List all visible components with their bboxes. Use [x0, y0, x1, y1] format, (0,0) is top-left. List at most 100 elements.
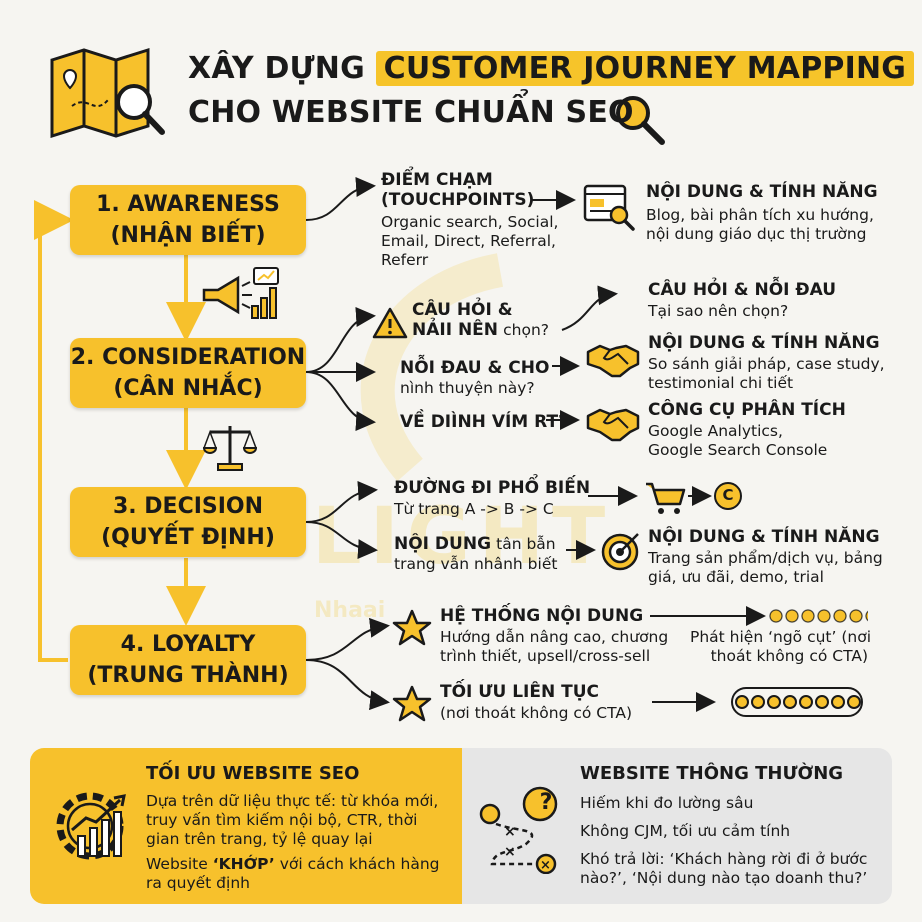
seo-heading: TỐI ƯU WEBSITE SEO [146, 763, 360, 784]
continuous-optimization-heading: TỐI ƯU LIÊN TỤC [440, 682, 600, 702]
consideration-content-text-2: testimonial chi tiết [648, 374, 794, 392]
analytics-tools-text-2: Google Search Console [648, 441, 828, 459]
question-heading-1: CÂU HỎI & [412, 300, 513, 320]
stage-consideration-sub: (CÂN NHẮC) [113, 376, 263, 401]
normal-text-3: Khó trả lời: ‘Khách hàng rời đi ở bước n… [580, 850, 867, 888]
content-system-text: Hướng dẫn nâng cao, chương trình thiết, … [440, 628, 668, 666]
svg-text:×: × [504, 824, 516, 840]
seo-text-4c: với cách khách hàng [274, 855, 440, 873]
title-highlight: CUSTOMER JOURNEY MAPPING [375, 51, 915, 86]
stage-decision-name: 3. DECISION [112, 494, 264, 519]
touchpoints-heading-2: (TOUCHPOINTS) [381, 190, 535, 210]
awareness-content-text-1: Blog, bài phân tích xu hướng, [646, 206, 874, 224]
question-mark-icon: ? [539, 790, 553, 815]
seo-text-4: Website ‘KHỚP’ với cách khách hàng [146, 855, 439, 874]
handshake-icon [586, 344, 640, 378]
map-search-icon [50, 47, 165, 138]
stage-decision: 3. DECISION (QUYẾT ĐỊNH) [70, 487, 306, 557]
svg-text:×: × [504, 844, 516, 860]
target-icon [601, 533, 639, 571]
seo-text: Dựa trên dữ liệu thực tế: từ khóa mới, t… [146, 792, 439, 893]
touchpoints-heading: ĐIỂM CHẠM (TOUCHPOINTS) [381, 170, 534, 210]
star-icon-2 [392, 685, 432, 722]
seo-text-3: gian trên trang, tỷ lệ quay lại [146, 830, 373, 848]
loop-dots-icon [731, 687, 863, 717]
watermark-swirl [360, 253, 504, 482]
gear-chart-icon [56, 792, 126, 860]
pain-heading: NỖI ĐAU & CHO [400, 358, 550, 378]
common-path-heading: ĐƯỜNG ĐI PHỔ BIẾN [394, 478, 591, 498]
touchpoints-text-2: Email, Direct, Referral, [381, 232, 556, 250]
stage-consideration: 2. CONSIDERATION (CÂN NHẮC) [70, 338, 306, 408]
awareness-content-heading: NỘI DUNG & TÍNH NĂNG [646, 182, 878, 202]
touchpoints-heading-1: ĐIỂM CHẠM [381, 170, 493, 190]
awareness-content-text-2: nội dung giáo dục thị trường [646, 225, 867, 243]
stage-consideration-name: 2. CONSIDERATION [70, 345, 306, 370]
analytics-tools-text: Google Analytics, Google Search Console [648, 422, 827, 460]
seo-text-5: ra quyết định [146, 874, 250, 892]
dots-row-icon [768, 608, 868, 624]
megaphone-chart-icon [202, 267, 279, 319]
normal-text-3b: nào?’, ‘Nội dung nào tạo doanh thu?’ [580, 869, 868, 887]
about-heading: VỀ DIÌNH VÍM RT? [400, 412, 568, 432]
content-system-heading: HỆ THỐNG NỘI DUNG [440, 606, 644, 626]
decision-content-line-1: NỘI DUNG tân bẫn [394, 534, 556, 554]
title-line-2: CHO WEBSITE CHUẨN SEO [188, 95, 634, 130]
dead-end-text: Phát hiện ‘ngõ cụt’ (nơi thoát không có … [690, 628, 872, 666]
svg-text:×: × [540, 858, 551, 873]
warning-icon [372, 307, 408, 339]
normal-text-3a: Khó trả lời: ‘Khách hàng rời đi ở bước [580, 850, 868, 868]
decision-features-text-2: giá, ưu đãi, demo, trial [648, 568, 824, 586]
normal-text-1: Hiếm khi đo lường sâu [580, 794, 754, 812]
normal-website-panel [462, 748, 892, 904]
seo-text-4b: ‘KHỚP’ [212, 855, 275, 873]
touchpoints-text: Organic search, Social, Email, Direct, R… [381, 213, 558, 270]
content-system-text-2: trình thiết, upsell/cross-sell [440, 647, 651, 665]
consideration-pain-text: Tại sao nên chọn? [648, 302, 789, 320]
question-line-2: NẢII NÊN chọn? [412, 320, 549, 340]
decision-content-text: trang vẫn nhânh biết [394, 555, 558, 573]
confused-path-icon: × × × [479, 786, 558, 874]
stage-decision-sub: (QUYẾT ĐỊNH) [101, 525, 275, 550]
seo-text-2: truy vấn tìm kiếm nội bộ, CTR, thời [146, 811, 418, 829]
common-path-text: Từ trang A -> B -> C [394, 500, 554, 518]
search-icon [616, 96, 665, 145]
stage-loyalty: 4. LOYALTY (TRUNG THÀNH) [70, 625, 306, 695]
stage-awareness-name: 1. AWARENESS [96, 192, 280, 217]
consideration-content-text: So sánh giải pháp, case study, testimoni… [648, 355, 885, 393]
touchpoints-text-1: Organic search, Social, [381, 213, 559, 231]
decision-features-text: Trang sản phẩm/dịch vụ, bảng giá, ưu đãi… [648, 549, 883, 587]
consideration-content-heading: NỘI DUNG & TÍNH NĂNG [648, 333, 880, 353]
star-icon [392, 609, 432, 646]
webpage-search-icon [583, 184, 635, 231]
seo-text-1: Dựa trên dữ liệu thực tế: từ khóa mới, [146, 792, 439, 810]
seo-text-4a: Website [146, 855, 213, 873]
content-system-text-1: Hướng dẫn nâng cao, chương [440, 628, 669, 646]
question-heading-2: NẢII NÊN [412, 320, 499, 340]
title-line-1: XÂY DỰNG CUSTOMER JOURNEY MAPPING [188, 48, 915, 90]
normal-heading: WEBSITE THÔNG THƯỜNG [580, 763, 844, 784]
decision-content-heading-rest: tân bẫn [496, 535, 556, 553]
decision-features-heading: NỘI DUNG & TÍNH NĂNG [648, 527, 880, 547]
analytics-tools-heading: CÔNG CỤ PHÂN TÍCH [648, 400, 846, 420]
stage-loyalty-sub: (TRUNG THÀNH) [87, 663, 289, 688]
pain-text: nình thuyện này? [400, 379, 535, 397]
decision-content-heading: NỘI DUNG [394, 534, 492, 554]
continuous-optimization-text: (nơi thoát không có CTA) [440, 704, 633, 722]
scale-icon [202, 426, 258, 471]
dead-end-text-1: Phát hiện ‘ngõ cụt’ (nơi [690, 628, 872, 646]
decision-features-text-1: Trang sản phẩm/dịch vụ, bảng [648, 549, 883, 567]
touchpoints-text-3: Referr [381, 251, 429, 269]
awareness-content-text: Blog, bài phân tích xu hướng, nội dung g… [646, 206, 874, 244]
stage-loyalty-name: 4. LOYALTY [120, 632, 256, 657]
question-text: chọn? [503, 321, 550, 339]
cart-icon [646, 482, 686, 514]
stage-awareness-sub: (NHẬN BIẾT) [110, 223, 266, 248]
coin-icon: C [714, 482, 742, 510]
watermark-logo: LIGHT [312, 492, 614, 582]
title-prefix: XÂY DỰNG [188, 51, 365, 86]
stage-awareness: 1. AWARENESS (NHẬN BIẾT) [70, 185, 306, 255]
normal-text-2: Không CJM, tối ưu cảm tính [580, 822, 791, 840]
handshake-icon-2 [586, 408, 640, 442]
